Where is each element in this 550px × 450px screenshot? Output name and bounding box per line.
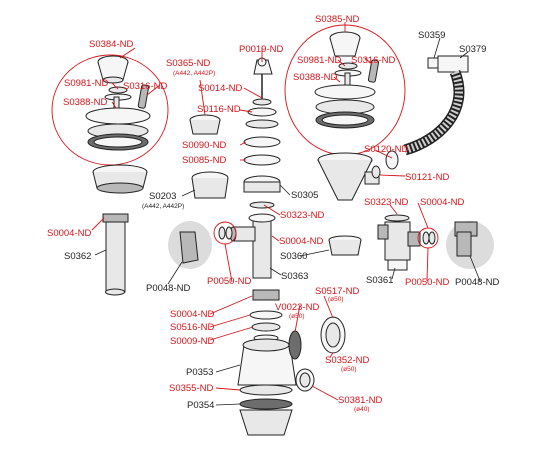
label-s0388-nd-left: S0388-ND [63, 97, 107, 108]
left-tailpiece-pipe [105, 221, 126, 293]
label-s0014-nd: S0014-ND [198, 83, 242, 94]
label-s0316-nd-left: S0316-ND [123, 81, 167, 92]
label-s0090-nd: S0090-ND [182, 140, 226, 151]
right-tee-body [384, 221, 411, 261]
label-s0085-nd: S0085-ND [182, 155, 226, 166]
label-s0365-nd: S0365-ND [166, 58, 210, 69]
right-strainer-assembly [284, 24, 406, 256]
trap-bottom-cap [239, 409, 293, 436]
part-labels: S0384-ND S0981-ND S0316-ND S0388-ND S036… [47, 14, 499, 413]
label-s0362: S0362 [64, 251, 91, 262]
right-screw [367, 59, 380, 83]
label-s0360: S0360 [280, 251, 307, 262]
label-s0352-nd-sub: (ø50) [341, 366, 357, 373]
label-s0009-nd: S0009-ND [170, 336, 214, 347]
label-s0385-nd: S0385-ND [315, 14, 359, 25]
label-v0023-nd-sub: (ø50) [289, 313, 305, 320]
trap-top-nut [252, 289, 280, 301]
left-small-washer [108, 86, 128, 94]
label-s0116-nd: S0116-ND [197, 104, 241, 115]
label-s0361: S0361 [366, 275, 393, 286]
label-s0203-sub: (A442, A442P) [142, 203, 184, 210]
label-s0120-nd: S0120-ND [364, 144, 408, 155]
label-s0355-nd: S0355-ND [169, 383, 213, 394]
label-s0323-nd-mid: S0323-ND [280, 210, 324, 221]
label-s0004-nd-left: S0004-ND [47, 228, 91, 239]
hose-end [385, 150, 399, 170]
label-s0384-nd: S0384-ND [89, 39, 133, 50]
label-s0381-nd-sub: (ø40) [354, 406, 370, 413]
left-angled-hose-connector [179, 231, 199, 264]
label-s0359: S0359 [418, 30, 445, 41]
center-pipe [252, 217, 272, 279]
left-screw [137, 84, 150, 109]
label-s0203: S0203 [149, 191, 176, 202]
outlet-ring-left [288, 330, 302, 360]
label-s0316-nd-right: S0316-ND [351, 55, 395, 66]
label-v0023-nd: V0023-ND [275, 302, 319, 313]
label-p0050-nd-left: P0050-ND [207, 276, 251, 287]
label-s0121-nd: S0121-ND [405, 172, 449, 183]
label-s0363: S0363 [281, 271, 308, 282]
label-s0379: S0379 [459, 44, 486, 55]
label-p0019-nd: P0019-ND [239, 44, 283, 55]
label-s0004-nd-mid: S0004-ND [279, 236, 323, 247]
right-hose-and-tee [371, 55, 494, 271]
left-pipe-nut [102, 213, 129, 223]
label-s0517-nd: S0517-ND [315, 286, 359, 297]
label-s0516-nd: S0516-ND [170, 322, 214, 333]
left-sink-flange [85, 107, 151, 125]
label-s0352-nd: S0352-ND [325, 355, 369, 366]
label-s0517-nd-sub: (ø50) [328, 296, 344, 303]
label-s0365-nd-sub: (A442, A442P) [173, 70, 215, 77]
label-s0323-nd-right: S0323-ND [364, 197, 408, 208]
label-p0048-nd-left: P0048-ND [146, 283, 190, 294]
label-s0004-nd-right: S0004-ND [420, 197, 464, 208]
label-s0981-nd-left: S0981-ND [64, 78, 108, 89]
label-p0050-nd-right: P0050-ND [405, 277, 449, 288]
label-s0004-nd-bottom: S0004-ND [170, 309, 214, 320]
label-s0305: S0305 [291, 190, 318, 201]
label-s0981-nd-right: S0981-ND [297, 55, 341, 66]
label-s0388-nd-right: S0388-ND [293, 72, 337, 83]
label-s0381-nd: S0381-ND [338, 395, 382, 406]
trap-bottom-gasket [239, 398, 293, 410]
leader-lines [91, 22, 481, 406]
left-strainer-assembly [51, 54, 169, 296]
label-p0354: P0354 [187, 400, 214, 411]
overflow-flange [243, 136, 281, 148]
label-p0048-nd-right: P0048-ND [455, 277, 499, 288]
label-p0353: P0353 [186, 367, 213, 378]
